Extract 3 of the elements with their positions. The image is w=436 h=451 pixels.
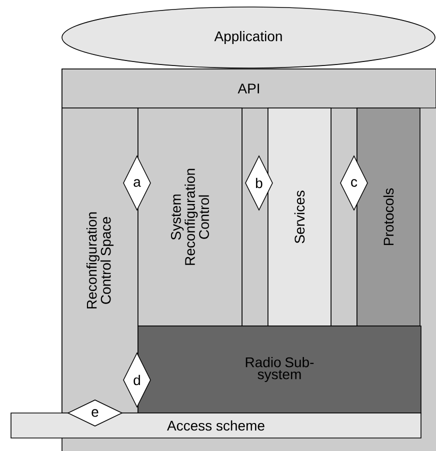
- ellipse-node: Application: [62, 6, 436, 68]
- column-box: Protocols: [356, 108, 420, 326]
- column-box: Services: [268, 108, 332, 326]
